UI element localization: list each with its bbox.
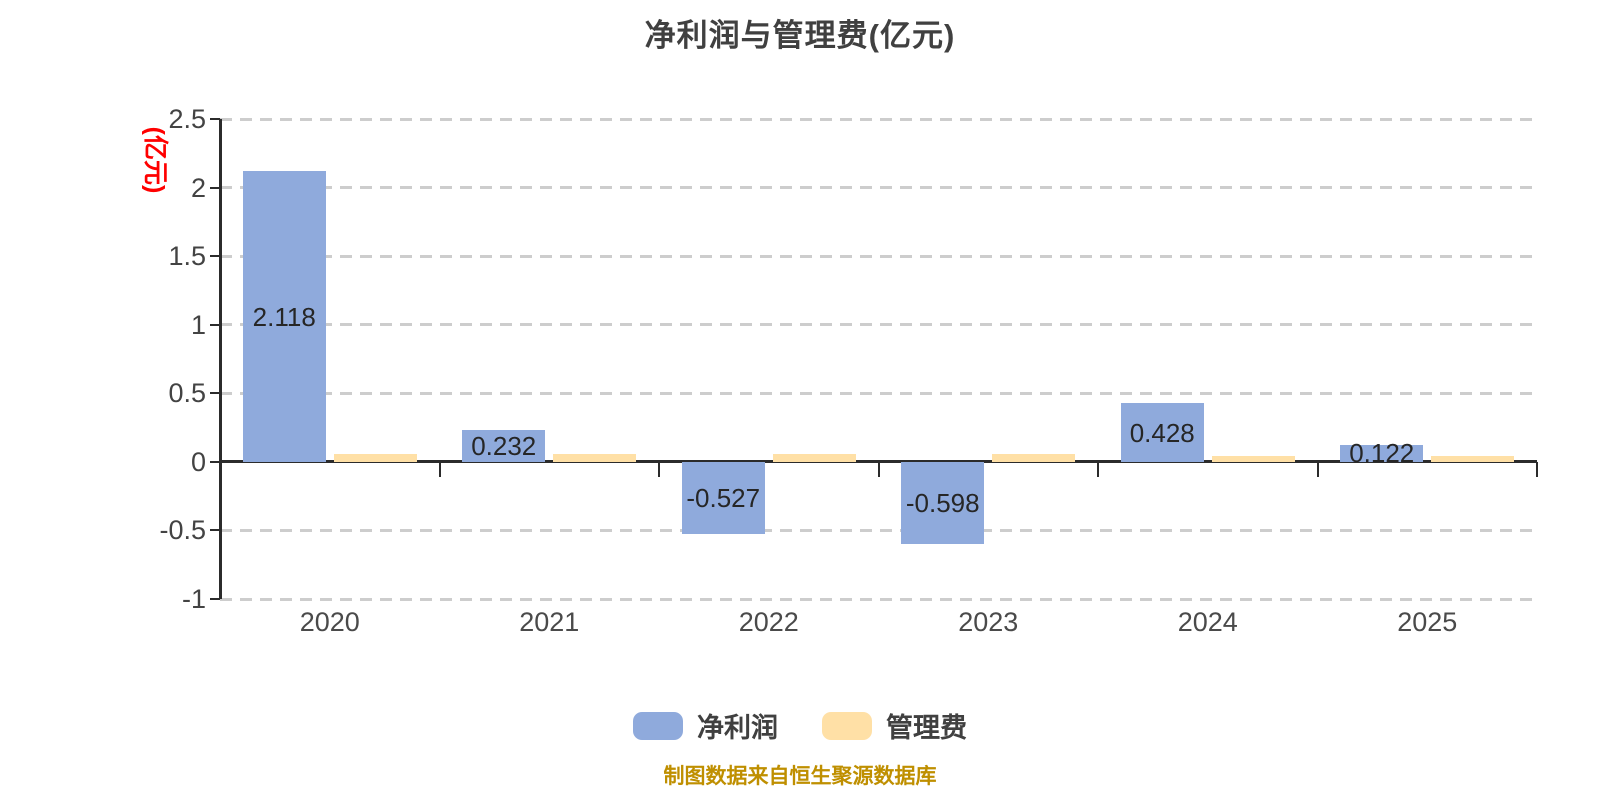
y-axis-tick [210, 255, 220, 258]
x-axis-tick [877, 461, 880, 477]
gridline [220, 186, 1537, 190]
net-profit-swatch-icon [633, 711, 683, 740]
legend: 净利润 管理费 [0, 706, 1600, 745]
bar-mgmt-fee-2021[interactable] [553, 453, 637, 462]
chart-title: 净利润与管理费(亿元) [644, 18, 956, 53]
y-tick-label: -1 [181, 584, 206, 614]
x-axis-label-2023: 2023 [958, 607, 1019, 637]
legend-label-mgmt-fee: 管理费 [886, 713, 967, 743]
y-axis-tick [210, 323, 220, 326]
x-axis-tick [219, 461, 221, 477]
y-axis-tick [210, 118, 220, 120]
x-axis-label-2020: 2020 [299, 607, 360, 637]
gridline [220, 323, 1537, 327]
y-axis-tick [210, 186, 220, 189]
gridline [220, 391, 1537, 395]
bar-mgmt-fee-2024[interactable] [1211, 455, 1295, 462]
bar-net-profit-2020[interactable] [242, 171, 326, 462]
bar-mgmt-fee-2022[interactable] [772, 453, 856, 462]
mgmt-fee-swatch-icon [822, 711, 872, 740]
y-axis-tick [210, 598, 220, 600]
bar-value-label: 0.122 [1349, 438, 1415, 469]
x-axis-tick [1536, 461, 1538, 477]
y-tick-label: 2.5 [168, 104, 206, 134]
gridline [220, 117, 1537, 121]
x-axis-label-2021: 2021 [519, 607, 580, 637]
bar-value-label: -0.598 [905, 487, 980, 518]
legend-label-net-profit: 净利润 [697, 713, 778, 743]
bar-value-label: 0.428 [1129, 417, 1195, 448]
x-axis-tick [1097, 461, 1099, 477]
bar-net-profit-2025[interactable] [1340, 445, 1424, 462]
bar-mgmt-fee-2025[interactable] [1431, 455, 1515, 462]
bar-mgmt-fee-2023[interactable] [992, 453, 1076, 462]
y-axis-line [218, 119, 222, 599]
x-axis-tick [438, 461, 441, 477]
y-axis-tick [210, 392, 220, 395]
y-tick-label: -0.5 [159, 515, 206, 546]
bar-value-label: 2.118 [252, 301, 316, 332]
gridline [220, 254, 1537, 258]
x-axis-tick [658, 461, 660, 477]
y-axis-tick [210, 460, 220, 463]
x-axis-label-2024: 2024 [1177, 607, 1238, 637]
bar-net-profit-2021[interactable] [462, 430, 546, 462]
data-source-note: 制图数据来自恒生聚源数据库 [663, 765, 937, 788]
bar-mgmt-fee-2020[interactable] [333, 454, 417, 462]
y-tick-label: 1.5 [168, 241, 206, 272]
bar-net-profit-2023[interactable] [901, 461, 985, 544]
legend-item-mgmt-fee[interactable]: 管理费 [822, 706, 967, 745]
bar-value-label: 0.232 [471, 430, 537, 461]
y-tick-label: 1 [190, 309, 206, 340]
bar-value-label: -0.527 [686, 482, 761, 513]
y-tick-label: 2 [190, 172, 206, 203]
y-tick-label: 0 [190, 446, 206, 477]
gridline [220, 597, 1537, 601]
gridline [220, 528, 1537, 532]
bar-net-profit-2024[interactable] [1120, 403, 1204, 462]
x-axis-label-2022: 2022 [738, 607, 799, 637]
y-axis-tick [210, 529, 220, 532]
legend-item-net-profit[interactable]: 净利润 [633, 706, 778, 745]
x-axis-label-2025: 2025 [1397, 607, 1458, 637]
x-axis-tick [1316, 461, 1319, 477]
bar-net-profit-2022[interactable] [681, 461, 765, 535]
y-tick-label: 0.5 [168, 378, 206, 409]
